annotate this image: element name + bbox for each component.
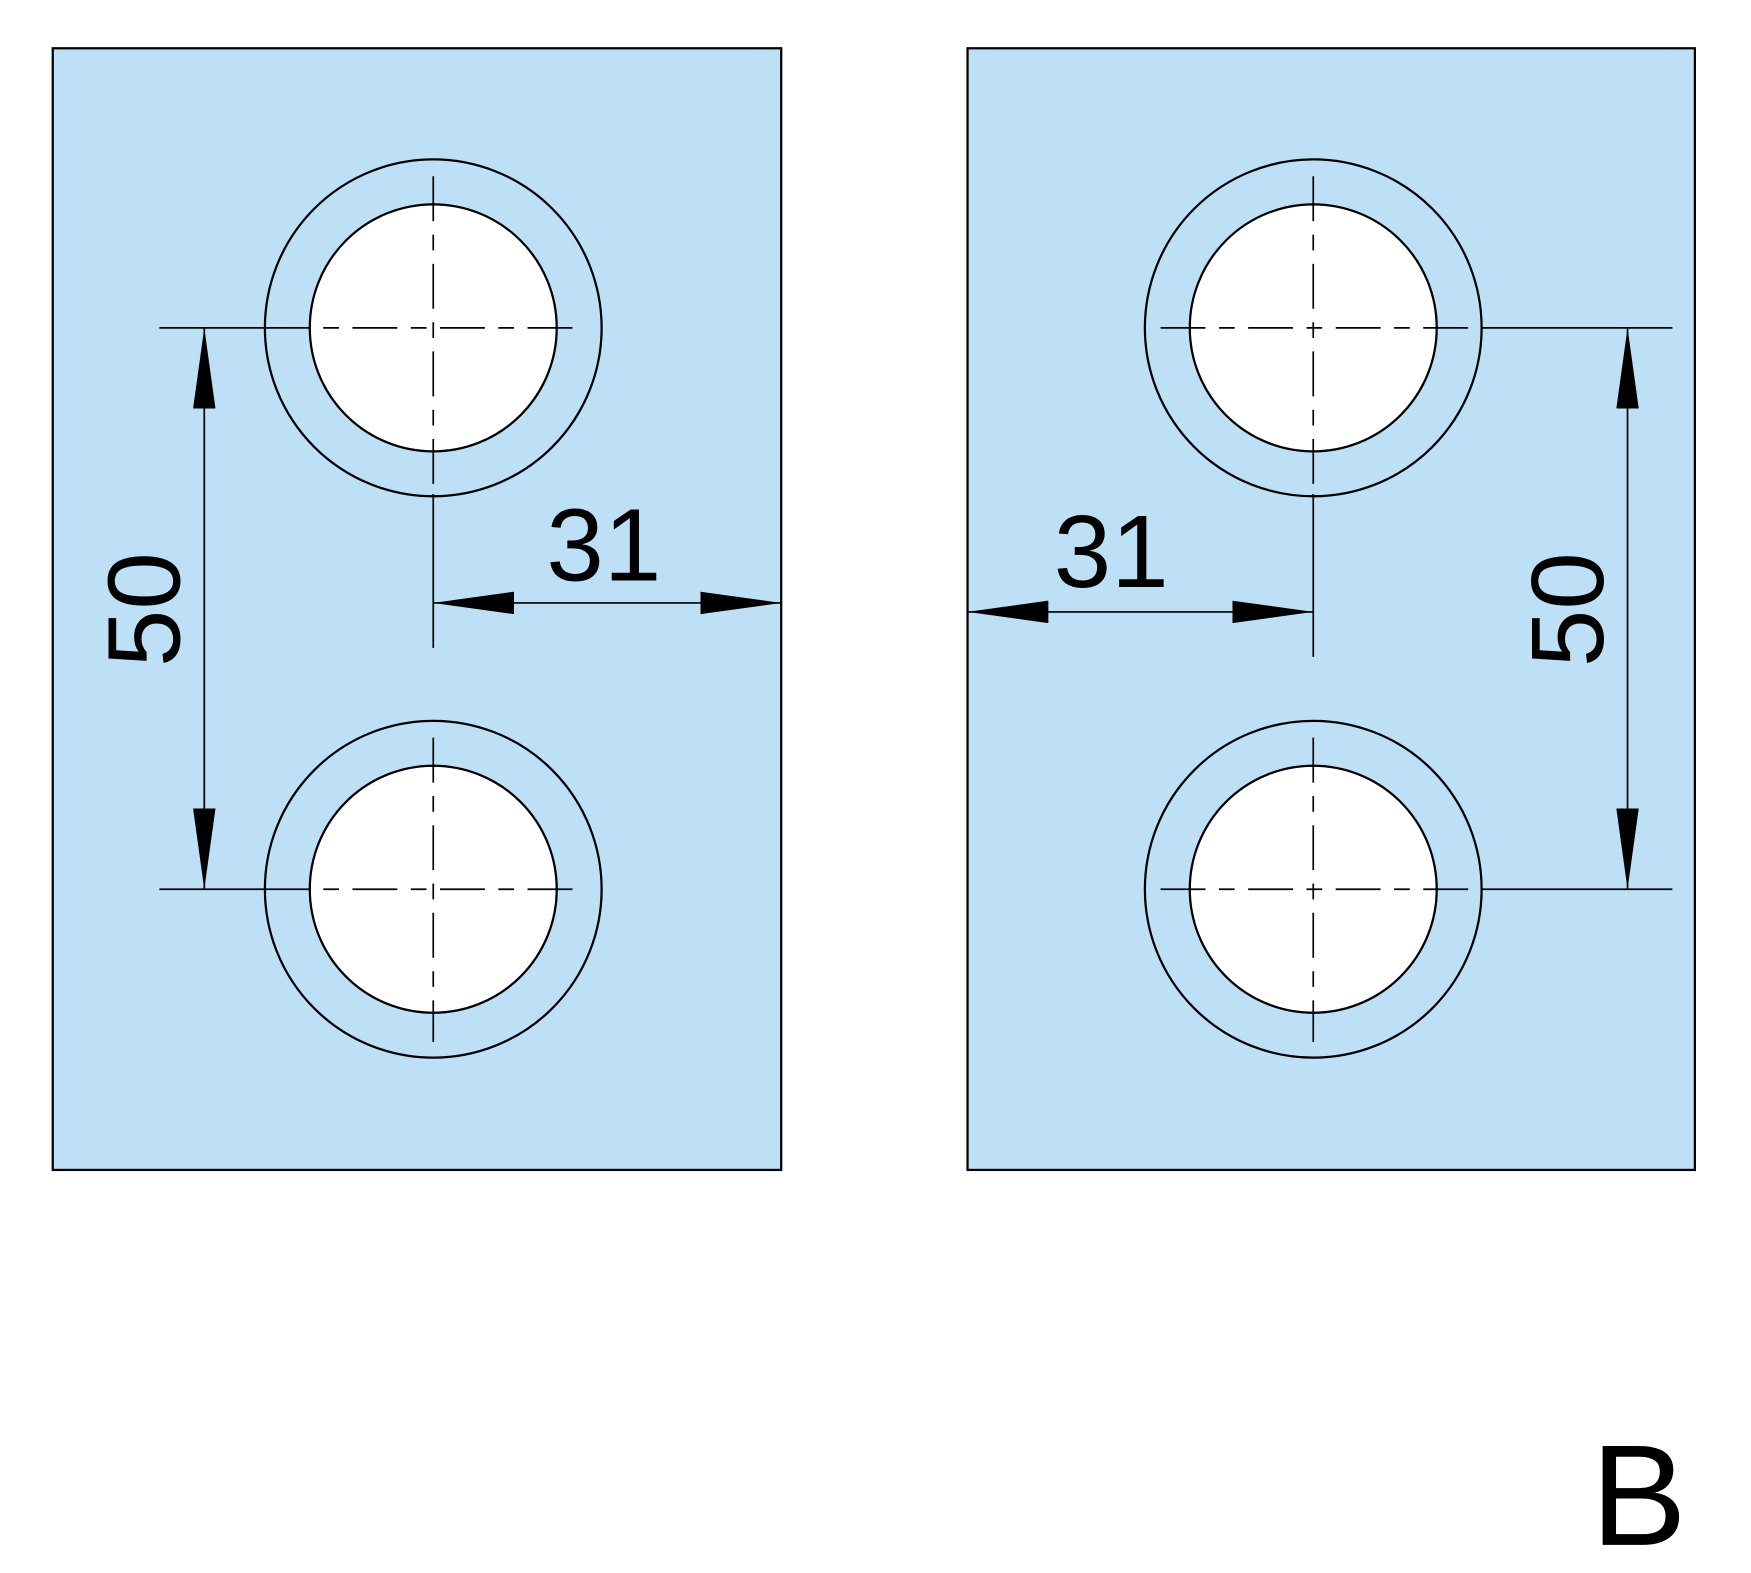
right-plate: 50 31 bbox=[966, 47, 1697, 1172]
right-edge-distance-label: 31 bbox=[1054, 494, 1169, 609]
right-hole-spacing-label: 50 bbox=[1510, 552, 1625, 667]
variant-label: B bbox=[1591, 1416, 1687, 1573]
left-hole-spacing-label: 50 bbox=[87, 552, 202, 667]
left-edge-distance-label: 31 bbox=[546, 487, 661, 602]
right-center-lines bbox=[1160, 176, 1673, 1042]
left-plate: 50 31 bbox=[51, 47, 783, 1172]
left-center-lines bbox=[159, 176, 586, 1042]
